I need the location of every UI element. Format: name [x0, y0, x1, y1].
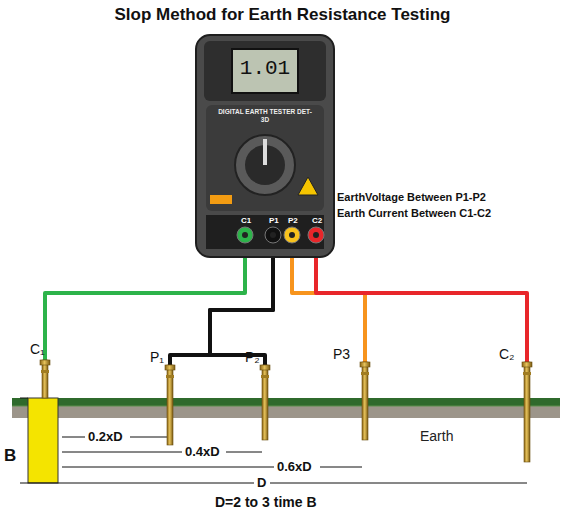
dimension-line: [62, 437, 85, 438]
terminal-label: C1: [241, 216, 251, 225]
test-lead: [170, 257, 273, 365]
test-electrode: P3: [359, 362, 371, 440]
terminal-hole: [289, 232, 295, 238]
dimension-line: [320, 467, 362, 468]
rod-cap: [40, 360, 50, 365]
terminal-plate: [206, 215, 324, 249]
dimension-label: 0.4xD: [185, 444, 220, 459]
electrode-drawing: [359, 362, 371, 440]
rod-cap: [360, 362, 370, 367]
spacing-note: D=2 to 3 time B: [215, 494, 317, 510]
electrode-rod: [262, 365, 268, 440]
test-electrode: P₁: [164, 365, 176, 445]
control-panel: [206, 105, 324, 211]
terminal-hole: [313, 232, 319, 238]
dimension-lines: [20, 398, 527, 483]
electrode-drawing: [259, 365, 271, 440]
terminal-label: P2: [288, 216, 298, 225]
terminal-socket: [237, 227, 253, 243]
rod-cap: [522, 362, 532, 367]
display-reading: 1.01: [232, 57, 298, 80]
rod-ring: [41, 370, 49, 373]
depth-tick: [20, 398, 28, 399]
terminal-hole: [270, 232, 276, 238]
electrode-rod: [524, 362, 530, 462]
electrode-label: C₂: [499, 346, 515, 362]
electrode-drawing: [164, 365, 176, 445]
electrode-rod: [167, 365, 173, 445]
electrode-label: C₁: [30, 341, 45, 357]
terminal-hole: [242, 232, 248, 238]
test-electrode: C₂: [521, 362, 533, 462]
dimension-line: [130, 437, 168, 438]
electrode-label: P3: [333, 346, 350, 362]
grass-strip: [12, 398, 560, 406]
function-tag: [210, 195, 232, 204]
diagram-title: Slop Method for Earth Resistance Testing: [0, 5, 565, 25]
dimension-label: 0.2xD: [88, 429, 123, 444]
dial-pointer: [263, 139, 267, 165]
test-lead: [292, 257, 365, 362]
measurement-note: Earth Current Between C1-C2: [337, 207, 491, 219]
terminal-socket: [284, 227, 300, 243]
terminal-socket: [308, 227, 324, 243]
rod-ring: [261, 375, 269, 378]
rotary-dial: [235, 135, 295, 195]
dimension-line: [226, 452, 262, 453]
test-lead: [210, 257, 273, 365]
ground-edge: [12, 406, 560, 407]
depth-label: B: [4, 446, 16, 466]
measurement-note: EarthVoltage Between P1-P2: [337, 191, 486, 203]
test-electrode: P₂: [259, 365, 271, 440]
test-electrode: C₁: [39, 360, 51, 398]
dimension-label: 0.6xD: [277, 459, 312, 474]
terminal-label: P1: [269, 216, 279, 225]
soil-strip: [12, 406, 560, 418]
electrode-drawing: [521, 362, 533, 462]
lcd-screen: [232, 49, 298, 93]
dimension-line: [62, 467, 274, 468]
model-name: DIGITAL EARTH TESTER DET-3D: [218, 108, 312, 124]
dimension-label: D: [257, 475, 266, 490]
rod-cap: [165, 365, 175, 370]
warning-symbol: [298, 177, 318, 195]
earth-electrode-block: [28, 398, 58, 483]
rod-ring: [523, 372, 531, 375]
electrode-drawing: [39, 360, 51, 398]
electrode-rod: [42, 360, 48, 398]
rod-ring: [361, 372, 369, 375]
meter-case: [196, 35, 334, 257]
electrode-rod: [362, 362, 368, 440]
terminal-socket: [265, 227, 281, 243]
electrode-label: P₁: [150, 349, 164, 365]
terminal-label: C2: [312, 216, 322, 225]
electrode-label: P₂: [245, 349, 260, 365]
rod-cap: [260, 365, 270, 370]
ground-label: Earth: [420, 428, 453, 444]
display-bezel: [204, 41, 326, 101]
dimension-line: [20, 483, 254, 484]
dimension-line: [62, 452, 182, 453]
dimension-line: [270, 483, 527, 484]
rod-ring: [166, 375, 174, 378]
test-lead: [316, 257, 527, 362]
